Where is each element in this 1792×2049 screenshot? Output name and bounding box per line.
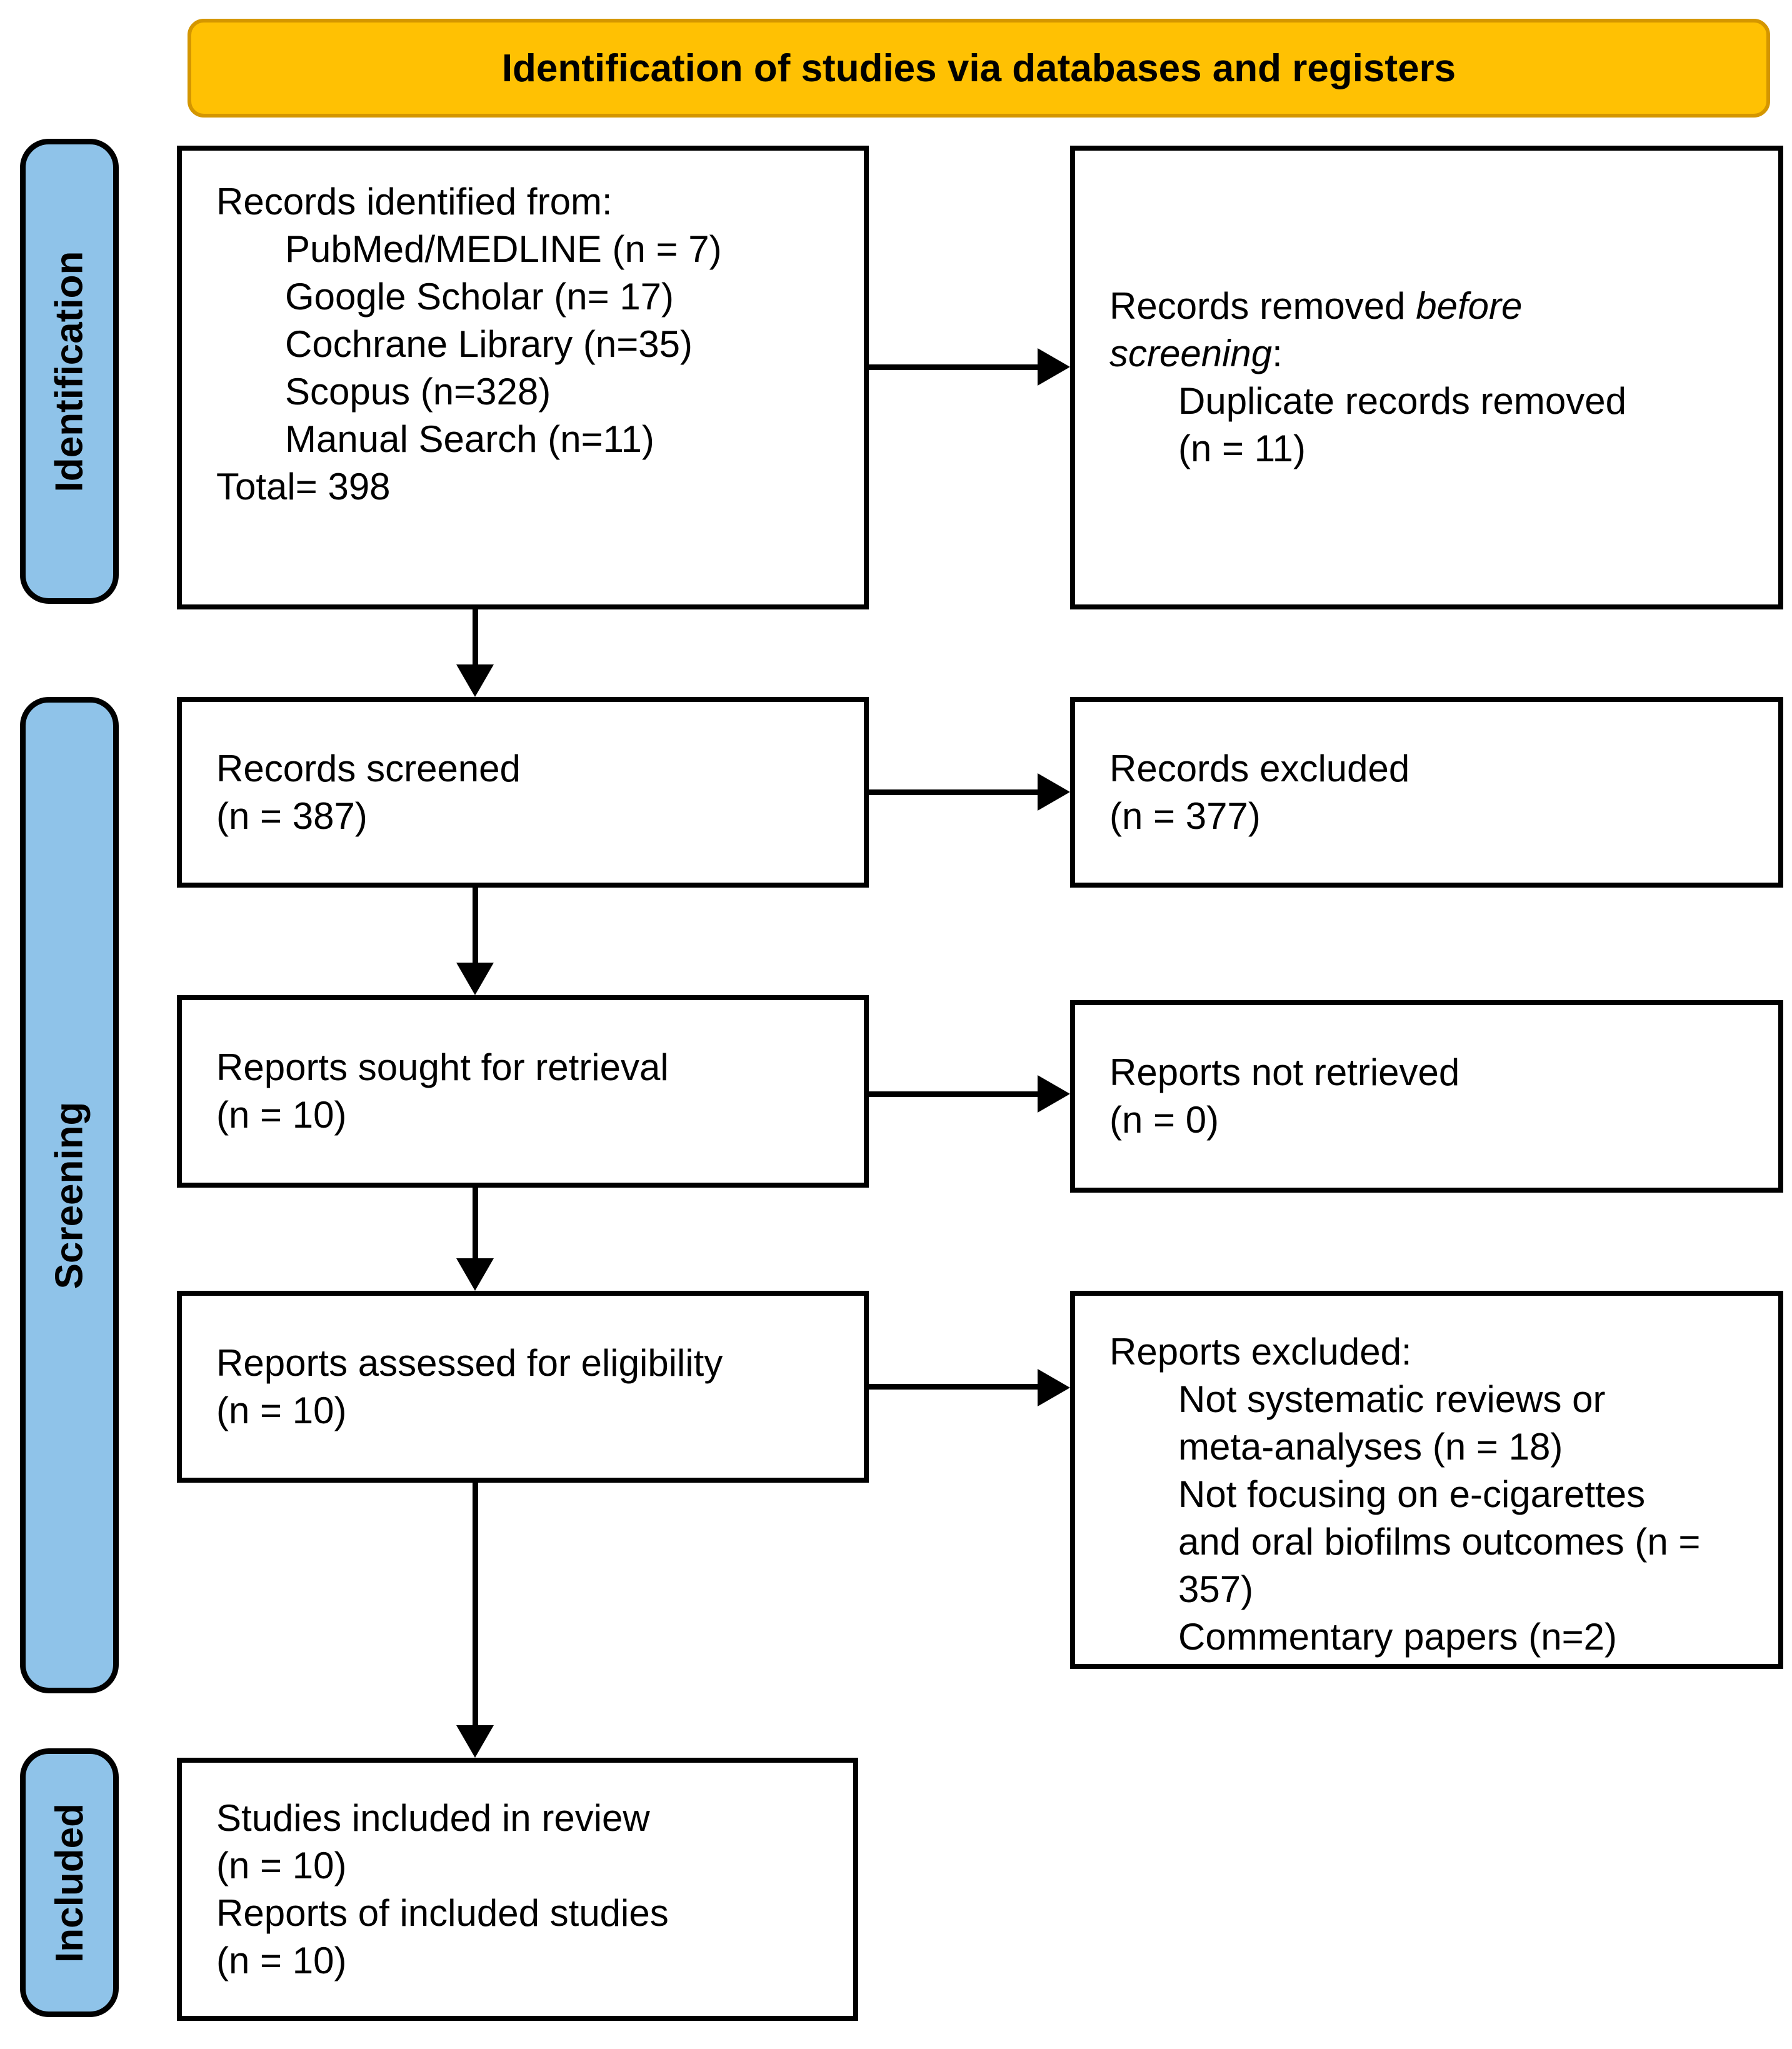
- reports-assessed-count: (n = 10): [216, 1389, 347, 1431]
- studies-included-line: Studies included in review: [216, 1796, 650, 1839]
- reports-excluded-heading: Reports excluded:: [1109, 1331, 1412, 1373]
- arrow-head-right-icon: [1038, 1369, 1070, 1406]
- reports-not-retrieved-line: Reports not retrieved: [1109, 1051, 1460, 1093]
- records-screened-count: (n = 387): [216, 794, 368, 837]
- arrow-line: [473, 1480, 478, 1728]
- box-records-removed: Records removed before screening: Duplic…: [1070, 146, 1783, 609]
- banner: Identification of studies via databases …: [188, 19, 1770, 118]
- records-identified-heading: Records identified from:: [216, 181, 613, 223]
- arrow-line: [869, 1091, 1040, 1097]
- stage-included: Included: [20, 1748, 119, 2017]
- reports-excluded-reason: Not focusing on e-cigarettes and oral bi…: [1178, 1473, 1701, 1610]
- stage-screening: Screening: [20, 697, 119, 1693]
- stage-identification: Identification: [20, 139, 119, 604]
- arrow-head-right-icon: [1038, 1075, 1070, 1113]
- box-records-screened: Records screened (n = 387): [177, 697, 869, 888]
- stage-included-label: Included: [48, 1803, 91, 1963]
- records-removed-reason: Duplicate records removed (n = 11): [1178, 380, 1626, 469]
- arrow-line: [473, 1185, 478, 1261]
- arrow-head-right-icon: [1038, 773, 1070, 811]
- arrow-head-down-icon: [456, 664, 494, 697]
- studies-included-reports-count: (n = 10): [216, 1939, 347, 1981]
- records-removed-heading-italic: before screening: [1109, 285, 1523, 374]
- box-reports-excluded: Reports excluded: Not systematic reviews…: [1070, 1291, 1783, 1669]
- records-identified-source: Manual Search (n=11): [285, 418, 654, 460]
- box-studies-included: Studies included in review (n = 10) Repo…: [177, 1758, 858, 2021]
- reports-not-retrieved-count: (n = 0): [1109, 1099, 1219, 1141]
- box-reports-not-retrieved: Reports not retrieved (n = 0): [1070, 1000, 1783, 1193]
- arrow-line: [473, 604, 478, 667]
- stage-screening-label: Screening: [48, 1101, 91, 1289]
- records-excluded-count: (n = 377): [1109, 794, 1261, 837]
- reports-sought-count: (n = 10): [216, 1094, 347, 1136]
- records-removed-heading: Records removed before screening:: [1109, 283, 1659, 378]
- records-identified-source: Google Scholar (n= 17): [285, 276, 674, 318]
- studies-included-reports-line: Reports of included studies: [216, 1891, 669, 1934]
- box-reports-assessed: Reports assessed for eligibility (n = 10…: [177, 1291, 869, 1483]
- records-screened-line: Records screened: [216, 747, 521, 789]
- reports-assessed-line: Reports assessed for eligibility: [216, 1341, 723, 1384]
- arrow-line: [869, 1384, 1040, 1390]
- arrow-head-down-icon: [456, 1258, 494, 1291]
- stage-identification-label: Identification: [48, 251, 91, 492]
- arrow-head-down-icon: [456, 1725, 494, 1758]
- box-records-excluded: Records excluded (n = 377): [1070, 697, 1783, 888]
- arrow-head-down-icon: [456, 963, 494, 995]
- arrow-head-right-icon: [1038, 348, 1070, 386]
- banner-title: Identification of studies via databases …: [501, 46, 1456, 90]
- records-excluded-line: Records excluded: [1109, 747, 1410, 789]
- box-records-identified: Records identified from: PubMed/MEDLINE …: [177, 146, 869, 609]
- arrow-line: [869, 789, 1040, 795]
- records-identified-source: PubMed/MEDLINE (n = 7): [285, 228, 722, 270]
- studies-included-count: (n = 10): [216, 1844, 347, 1886]
- records-identified-source: Cochrane Library (n=35): [285, 323, 693, 365]
- reports-excluded-reason: Not systematic reviews or meta-analyses …: [1178, 1378, 1606, 1468]
- reports-excluded-reason: Commentary papers (n=2): [1178, 1616, 1617, 1658]
- box-reports-sought: Reports sought for retrieval (n = 10): [177, 995, 869, 1188]
- records-removed-heading-suffix: :: [1272, 333, 1283, 374]
- arrow-line: [869, 364, 1040, 370]
- arrow-line: [473, 885, 478, 965]
- records-identified-source: Scopus (n=328): [285, 371, 551, 413]
- records-identified-total: Total= 398: [216, 466, 391, 508]
- records-removed-heading-prefix: Records removed: [1109, 285, 1416, 327]
- reports-sought-line: Reports sought for retrieval: [216, 1046, 669, 1088]
